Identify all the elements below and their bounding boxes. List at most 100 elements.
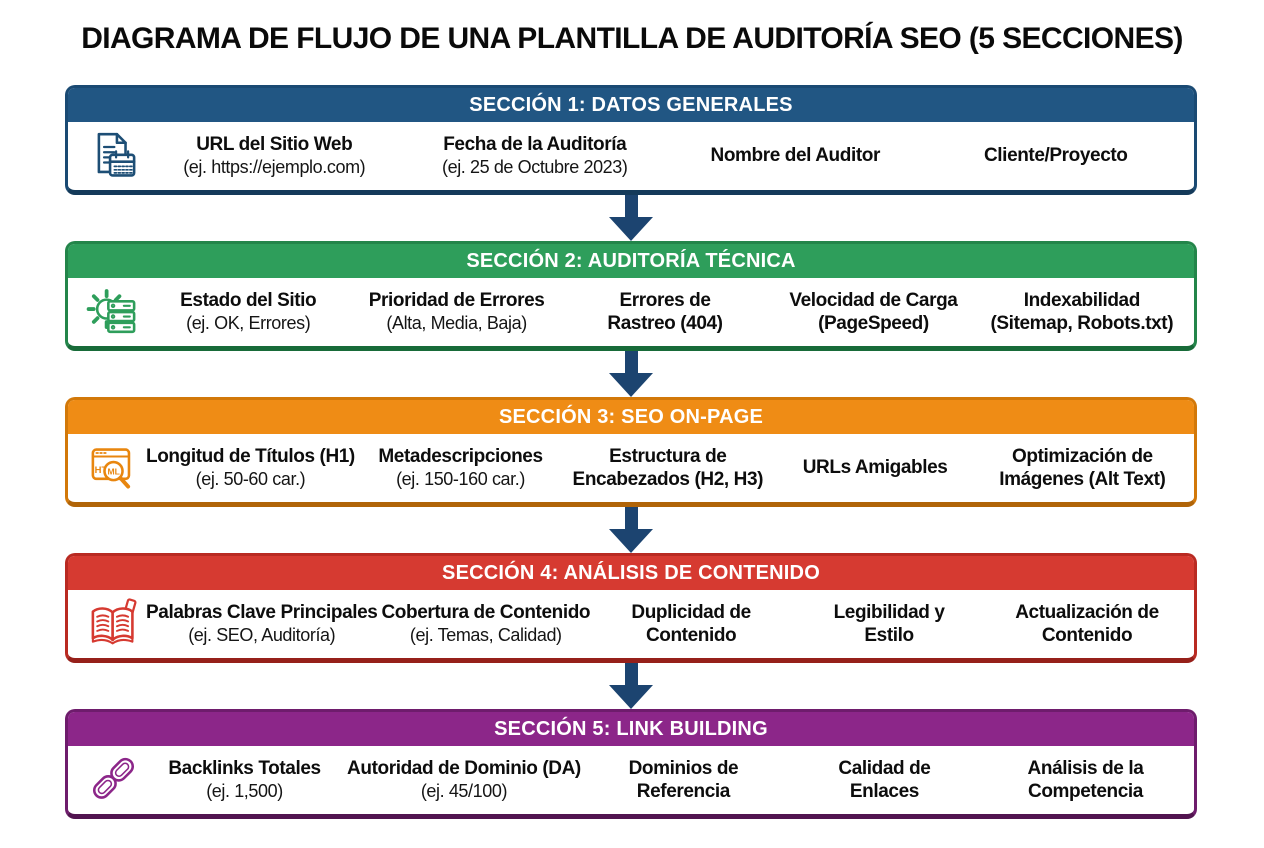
text-line: Metadescripciones [359, 445, 562, 468]
text-line-content: (ej. 25 de Octubre 2023) [441, 157, 628, 178]
text-line: (ej. OK, Errores) [146, 312, 350, 334]
text-line: Optimización de [981, 445, 1184, 468]
text-line: Contenido [594, 624, 788, 647]
section-icon: HT ML [82, 441, 144, 496]
text-line: Análisis de la [987, 757, 1184, 780]
item-subtitle: (ej. OK, Errores) [146, 312, 350, 334]
document-calendar-icon [97, 132, 135, 177]
text-line-content: Estado del Sitio [180, 290, 317, 312]
section-item: Prioridad de Errores (Alta, Media, Baja) [352, 289, 560, 335]
text-line-content: Análisis de la [1027, 757, 1144, 779]
section-item: Velocidad de Carga(PageSpeed) [769, 289, 977, 335]
text-line: (Sitemap, Robots.txt) [980, 312, 1184, 335]
text-line-content: URL del Sitio Web [196, 134, 353, 156]
section-items: Longitud de Títulos (H1) (ej. 50-60 car.… [144, 445, 1186, 491]
down-arrow-head [609, 373, 653, 397]
text-line-content: Errores de [619, 289, 711, 311]
text-line: (ej. 150-160 car.) [359, 468, 562, 490]
text-line-content: (ej. 1,500) [206, 781, 283, 802]
html-magnifier-icon: HT ML [91, 447, 130, 489]
text-line: Imágenes (Alt Text) [981, 468, 1184, 491]
text-line: Calidad de [786, 757, 983, 780]
item-title: URLs Amigables [773, 456, 976, 479]
diagram-title: DIAGRAMA DE FLUJO DE UNA PLANTILLA DE AU… [81, 22, 1183, 55]
section-item: Autoridad de Dominio (DA) (ej. 45/100) [345, 757, 583, 803]
text-line: Estado del Sitio [146, 289, 350, 312]
section-icon [82, 129, 144, 184]
item-title: Fecha de la Auditoría [407, 133, 664, 156]
section-item: URLs Amigables [771, 445, 978, 491]
text-line-content: Velocidad de Carga [789, 289, 958, 311]
text-line: URL del Sitio Web [146, 133, 403, 156]
text-line-content: Metadescripciones [378, 446, 543, 468]
down-arrow-icon [65, 507, 1197, 553]
section-item: Estado del Sitio (ej. OK, Errores) [144, 289, 352, 335]
text-line-content: Cliente/Proyecto [983, 145, 1128, 167]
section-icon [82, 285, 144, 340]
text-line: (ej. 50-60 car.) [146, 468, 355, 490]
chain-links-icon [92, 757, 134, 799]
text-line-content: Imágenes (Alt Text) [999, 469, 1166, 490]
item-subtitle: (Alta, Media, Baja) [354, 312, 558, 334]
text-line: (ej. 25 de Octubre 2023) [407, 156, 664, 178]
section-item: Indexabilidad(Sitemap, Robots.txt) [978, 289, 1186, 335]
item-title: Velocidad de Carga(PageSpeed) [771, 289, 975, 335]
section-card-2: SECCIÓN 2: AUDITORÍA TÉCNICA Estado del … [65, 241, 1197, 351]
section-card-1: SECCIÓN 1: DATOS GENERALES URL del Sitio… [65, 85, 1197, 195]
text-line: Enlaces [786, 780, 983, 803]
text-line-content: Contenido [1041, 625, 1133, 646]
section-items: Estado del Sitio (ej. OK, Errores) Prior… [144, 289, 1186, 335]
down-arrow-bar [624, 663, 638, 685]
section-body: HT ML Longitud de Títulos (H1) (ej. 50-6… [68, 434, 1194, 502]
svg-text:ML: ML [107, 466, 119, 476]
text-line-content: Contenido [645, 625, 737, 646]
text-line-content: Duplicidad de [631, 601, 751, 623]
text-line: Estilo [792, 624, 986, 647]
text-line-content: Longitud de Títulos (H1) [146, 446, 355, 468]
text-line-content: Referencia [636, 781, 731, 802]
text-line: (Alta, Media, Baja) [354, 312, 558, 334]
text-line: Nombre del Auditor [667, 144, 924, 167]
item-title: Autoridad de Dominio (DA) [347, 757, 581, 780]
item-title: URL del Sitio Web [146, 133, 403, 156]
section-item: Backlinks Totales (ej. 1,500) [144, 757, 345, 803]
item-subtitle: (ej. 150-160 car.) [359, 468, 562, 490]
text-line-content: (ej. OK, Errores) [186, 313, 311, 334]
text-line-content: Actualización de [1015, 601, 1159, 623]
down-arrow-icon [65, 195, 1197, 241]
text-line: (ej. SEO, Auditoría) [146, 624, 377, 646]
item-subtitle: (ej. 45/100) [347, 780, 581, 802]
item-title: Prioridad de Errores [354, 289, 558, 312]
text-line-content: Backlinks Totales [168, 758, 321, 780]
text-line: Legibilidad y [792, 601, 986, 624]
text-line-content: (Sitemap, Robots.txt) [990, 313, 1174, 334]
section-item: Cobertura de Contenido (ej. Temas, Calid… [379, 601, 592, 647]
section-header: SECCIÓN 1: DATOS GENERALES [68, 88, 1194, 122]
text-line: Palabras Clave Principales [146, 601, 378, 624]
text-line-content: URLs Amigables [802, 457, 948, 479]
text-line-content: Enlaces [849, 781, 919, 802]
text-line: Longitud de Títulos (H1) [146, 445, 355, 468]
item-title: Longitud de Títulos (H1) [146, 445, 355, 468]
text-line: Backlinks Totales [146, 757, 343, 780]
text-line-content: Dominios de [628, 757, 739, 779]
item-title: Cobertura de Contenido [381, 601, 590, 624]
section-header: SECCIÓN 2: AUDITORÍA TÉCNICA [68, 244, 1194, 278]
section-items: Palabras Clave Principales (ej. SEO, Aud… [144, 601, 1186, 647]
text-line: Errores de [563, 289, 767, 312]
text-line-content: Nombre del Auditor [710, 145, 881, 167]
section-items: Backlinks Totales (ej. 1,500) Autoridad … [144, 757, 1186, 803]
text-line-content: Indexabilidad [1023, 289, 1141, 311]
item-title: Cliente/Proyecto [928, 144, 1185, 167]
